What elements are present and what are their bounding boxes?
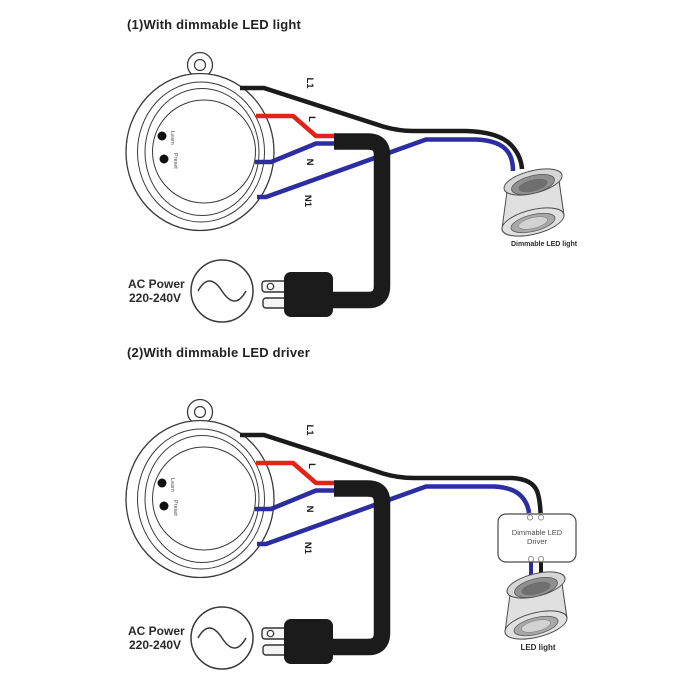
wire-label-n-1: N	[304, 158, 316, 166]
wire-label-n1-1: N1	[302, 194, 314, 208]
learn-button-label-2: Learn	[169, 478, 175, 492]
wire-label-l1-2: L1	[304, 424, 316, 436]
dimmer-device-1	[125, 51, 275, 232]
wire-label-n1-2: N1	[302, 541, 314, 555]
dimmable-led-light-label: Dimmable LED light	[510, 241, 578, 248]
dimmable-led-driver-box	[497, 513, 577, 563]
learn-button-label-1: Learn	[169, 131, 175, 145]
wire-label-l-1: L	[306, 116, 318, 122]
wire-label-n-2: N	[304, 505, 316, 513]
dimmable-led-light-fixture	[501, 163, 565, 242]
preset-button-label-1: Preset	[172, 153, 178, 169]
diagram1-title: (1)With dimmable LED light	[127, 17, 302, 32]
wire-l1-to-light-1	[240, 85, 525, 170]
diagram2-title: (2)With dimmable LED driver	[127, 345, 310, 360]
wire-n1-to-driver-2	[257, 484, 532, 547]
wire-label-l1-1: L1	[304, 77, 316, 89]
wire-n1-to-light-1	[257, 137, 516, 200]
ac-power-label-2: AC Power	[128, 624, 185, 638]
wire-l1-to-driver-2	[240, 432, 543, 514]
driver-label-line2: Driver	[527, 537, 547, 546]
driver-terminal-dots	[526, 514, 545, 563]
led-light-fixture	[504, 566, 568, 645]
driver-label-line1: Dimmable LED	[511, 527, 563, 537]
ac-power-label-1: AC Power	[128, 277, 185, 291]
wire-label-l-2: L	[306, 463, 318, 469]
dimmable-led-driver-label: Dimmable LED Driver	[498, 514, 576, 560]
preset-button-label-2: Preset	[172, 500, 178, 516]
ac-voltage-label-1: 220-240V	[129, 291, 182, 305]
dimmer-device-2	[125, 398, 275, 579]
led-light-label: LED light	[520, 643, 556, 652]
ac-voltage-label-2: 220-240V	[129, 638, 182, 652]
